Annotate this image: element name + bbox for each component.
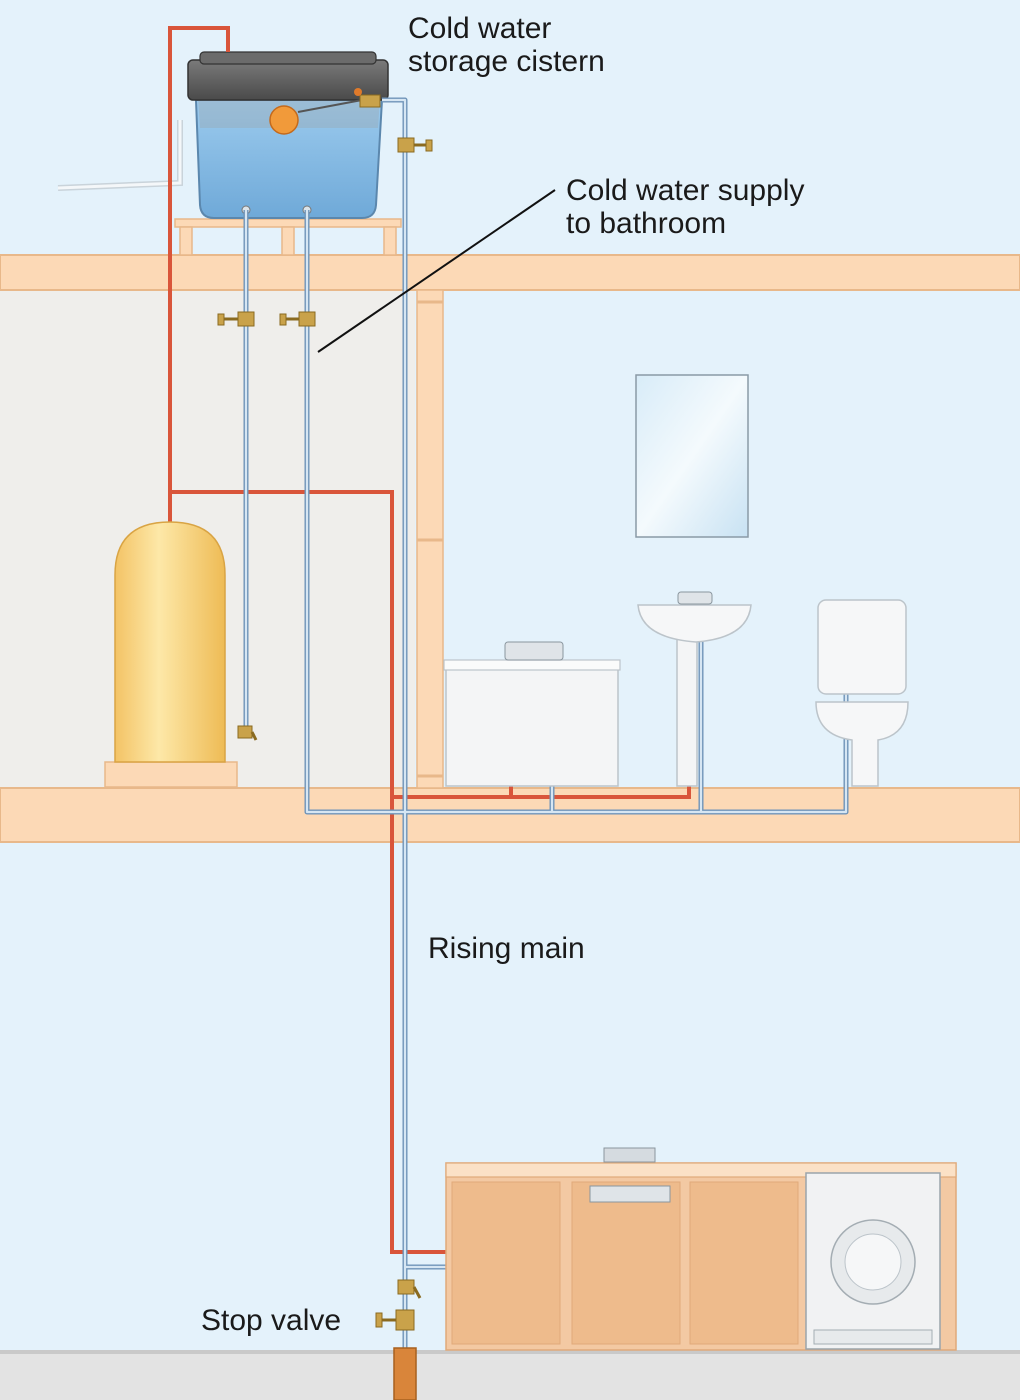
gate-valve-icon	[279, 311, 316, 327]
gate-valve-icon	[217, 311, 255, 327]
cistern-platform	[174, 218, 402, 256]
kitchen-tap-icon	[603, 1147, 656, 1163]
stop-valve-icon	[375, 1309, 415, 1331]
bathroom-mirror	[635, 374, 749, 538]
toilet	[815, 599, 909, 787]
stop-valve-label: Stop valve	[201, 1304, 341, 1337]
cistern-label: Cold water storage cistern	[408, 12, 605, 78]
loft-floor-joist	[0, 254, 1020, 291]
stop-valve-text: Stop valve	[201, 1304, 342, 1337]
wash-basin	[637, 591, 752, 787]
washing-machine	[805, 1172, 941, 1350]
hot-water-cylinder	[104, 521, 238, 788]
bath-tap-icon	[504, 641, 564, 661]
bathroom-supply-label: Cold water supply to bathroom	[566, 174, 804, 240]
kitchen-sink	[589, 1185, 671, 1203]
drain-cock-icon	[237, 725, 258, 741]
bath	[443, 641, 621, 787]
cold-water-cistern	[187, 51, 389, 219]
float-valve-icon	[354, 88, 381, 108]
rising-main-text: Rising main	[428, 932, 585, 965]
float-ball-icon	[269, 105, 299, 135]
vent-pipe	[168, 26, 230, 525]
first-floor-joist	[0, 787, 1020, 843]
bathroom-supply-label-line2: to bathroom	[566, 207, 727, 240]
cistern-label-line2: storage cistern	[408, 45, 605, 78]
drain-cock-icon	[397, 1279, 422, 1299]
basin-tap-icon	[677, 591, 713, 605]
bathroom-supply-label-line1: Cold water supply	[566, 174, 805, 207]
leader-line-bathroom	[317, 189, 556, 353]
ground	[0, 1350, 1020, 1400]
rising-main-label: Rising main	[428, 932, 585, 965]
gate-valve-icon	[397, 137, 433, 153]
cistern-label-line1: Cold water	[408, 12, 552, 45]
incoming-supply-pipe	[393, 1347, 417, 1400]
